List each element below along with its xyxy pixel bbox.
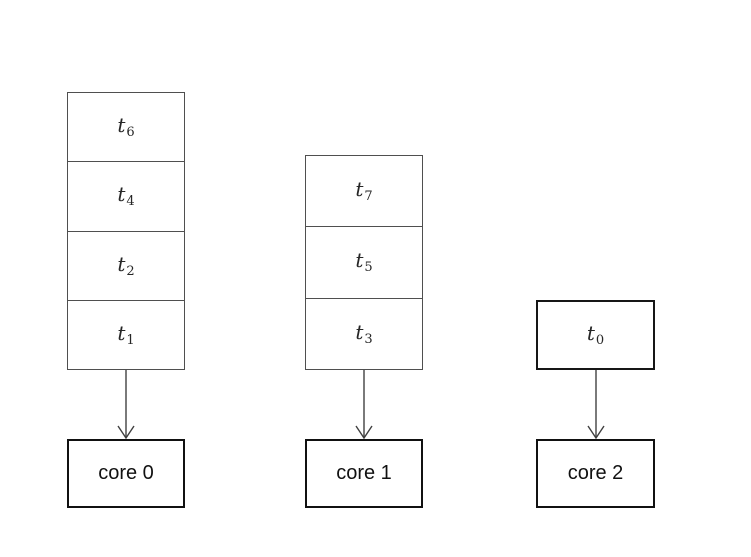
task-label: t5 xyxy=(355,248,373,276)
task-label: t3 xyxy=(355,319,373,347)
task-box-t3: t3 xyxy=(306,299,422,369)
task-box-t6: t6 xyxy=(68,93,184,163)
arrow-queue-to-core1-icon xyxy=(355,370,373,439)
task-label: t2 xyxy=(117,251,135,279)
arrow-queue-to-core2-icon xyxy=(587,370,605,439)
task-box-t1: t1 xyxy=(68,301,184,369)
core2-box: core 2 xyxy=(536,439,655,508)
task-box-t4: t4 xyxy=(68,162,184,232)
core0-box: core 0 xyxy=(67,439,185,508)
task-box-t0: t0 xyxy=(536,300,655,370)
task-box-t2: t2 xyxy=(68,232,184,301)
task-queue-core0: t6 t4 t2 t1 xyxy=(67,92,185,370)
arrow-queue-to-core0-icon xyxy=(117,370,135,439)
task-label: t0 xyxy=(586,321,605,348)
task-label: t7 xyxy=(355,177,373,205)
core0-label: core 0 xyxy=(98,462,154,484)
task-box-t7: t7 xyxy=(306,156,422,228)
task-label: t1 xyxy=(117,320,135,348)
task-label: t4 xyxy=(117,182,135,210)
task-box-t5: t5 xyxy=(306,227,422,299)
task-label: t6 xyxy=(117,113,135,141)
task-queue-core1: t7 t5 t3 xyxy=(305,155,423,370)
core1-label: core 1 xyxy=(336,462,392,484)
core1-box: core 1 xyxy=(305,439,423,508)
core2-label: core 2 xyxy=(567,462,624,484)
